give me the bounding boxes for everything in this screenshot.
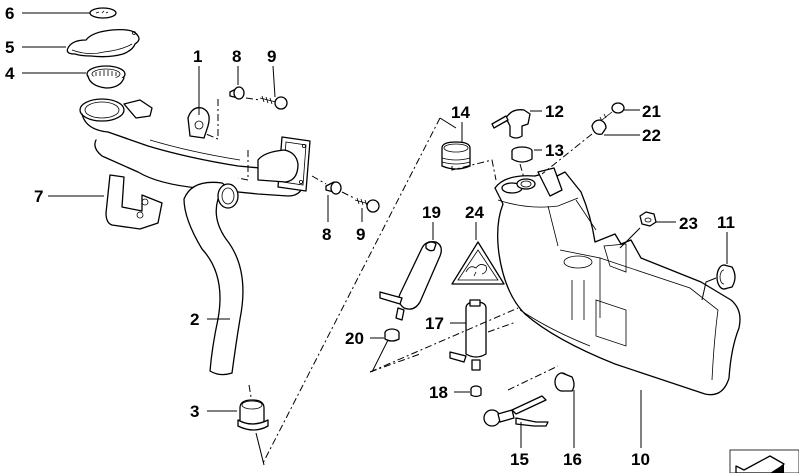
assembly-line-14 [541,133,593,175]
callout-14[interactable]: 14 [451,103,470,122]
assembly-line-18 [701,277,717,301]
callout-7[interactable]: 7 [34,187,43,206]
callout-15[interactable]: 15 [510,450,529,469]
part-18-grommet[interactable] [470,385,482,398]
part-24-warning-label[interactable] [451,241,505,285]
callout-9-top[interactable]: 9 [267,47,276,66]
next-page-arrow-icon[interactable] [729,449,799,473]
part-15-level-sensor[interactable] [483,395,549,427]
callout-2[interactable]: 2 [190,310,199,329]
part-9-screw-top[interactable] [259,95,288,110]
callout-8-lower[interactable]: 8 [322,225,331,244]
assembly-line-11 [369,353,421,373]
callout-12[interactable]: 12 [545,102,564,121]
mounting-plate [257,136,311,192]
part-5-cap[interactable] [66,28,140,58]
callout-11[interactable]: 11 [717,213,735,232]
assembly-line-13 [519,163,525,179]
part-2-hose[interactable] [183,181,244,376]
assembly-line-15 [487,321,517,333]
part-14-plug[interactable] [441,141,471,170]
assembly-line-19 [371,339,389,373]
part-21-screw[interactable] [599,102,625,122]
part-9-screw-lower[interactable] [354,197,380,213]
callout-23[interactable]: 23 [679,214,698,233]
callout-9-lower[interactable]: 9 [356,225,365,244]
part-7-bracket[interactable] [105,174,163,230]
callout-19[interactable]: 19 [422,203,441,222]
callout-17[interactable]: 17 [425,314,444,333]
assembly-line-5 [341,191,355,199]
callout-21[interactable]: 21 [642,102,661,121]
part-23-nut[interactable] [639,211,657,227]
part-20-grommet[interactable] [384,328,400,342]
part-13-grommet[interactable] [511,146,533,163]
callout-5[interactable]: 5 [5,38,14,57]
assembly-line-12 [451,159,497,181]
part-19-pump[interactable] [379,240,442,321]
callout-18[interactable]: 18 [429,383,448,402]
assembly-line-6 [248,384,252,398]
part-6-label[interactable] [89,7,117,19]
callout-24[interactable]: 24 [465,203,484,222]
assembly-line-10 [369,307,519,373]
part-22-rivet[interactable] [591,119,607,135]
part-8-rivet-top[interactable] [229,86,245,100]
assembly-line-9 [439,117,457,129]
callout-6[interactable]: 6 [5,4,14,23]
callout-1[interactable]: 1 [193,47,202,66]
assembly-line-1 [205,99,219,140]
callout-10[interactable]: 10 [631,450,650,469]
callout-20[interactable]: 20 [345,329,364,348]
callout-3[interactable]: 3 [190,402,199,421]
assembly-line-3 [237,150,249,181]
part-4-strainer[interactable] [86,65,126,89]
part-10-reservoir[interactable] [494,167,741,396]
part-17-pump[interactable] [449,299,487,371]
part-11-grommet[interactable] [716,264,736,290]
assembly-line-17 [619,227,641,249]
assembly-line-4 [311,175,327,185]
callout-8-top[interactable]: 8 [232,47,241,66]
assembly-line-2 [245,97,261,101]
callout-22[interactable]: 22 [642,126,661,145]
callout-16[interactable]: 16 [563,450,582,469]
assembly-line-8 [255,432,265,466]
callout-13[interactable]: 13 [545,141,564,160]
part-8-rivet-lower[interactable] [325,181,342,195]
part-12-connector[interactable] [491,109,531,139]
part-16-grommet[interactable] [554,372,575,392]
callout-4[interactable]: 4 [5,64,15,83]
part-3-grommet[interactable] [237,399,269,431]
assembly-line-16 [507,365,559,391]
assembly-line-7 [261,117,441,466]
callout-leaders [22,12,728,448]
